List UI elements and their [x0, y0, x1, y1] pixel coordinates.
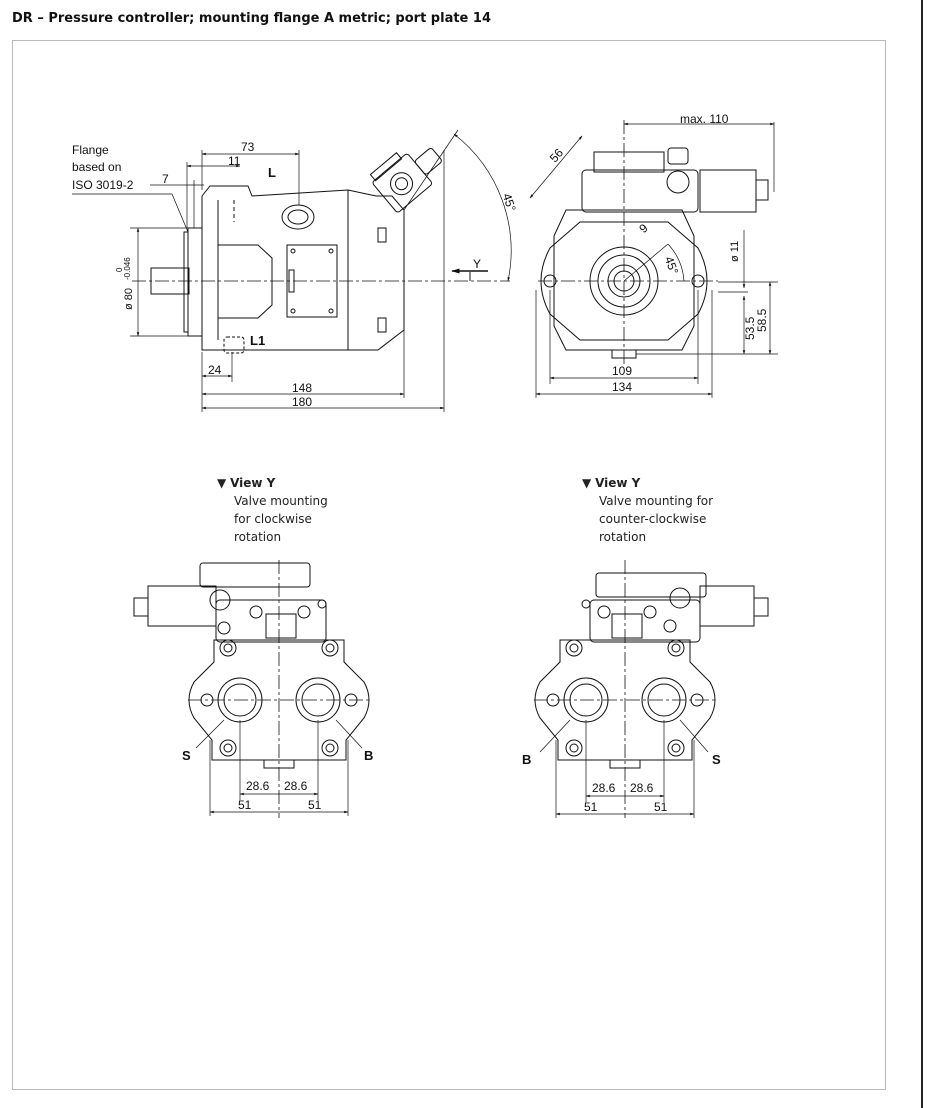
caption-view-y-counter-clockwise: ▼ View Y Valve mounting for counter-cloc…	[582, 474, 713, 546]
port-label-B: B	[364, 748, 373, 763]
dim-28-6: 28.6	[284, 779, 308, 793]
caption-line: for clockwise	[234, 512, 312, 526]
dim-28-6: 28.6	[246, 779, 270, 793]
dim-51: 51	[308, 798, 322, 812]
pressure-controller-valve	[369, 147, 442, 213]
dim-11: 11	[228, 154, 241, 168]
caption-line: counter-clockwise	[599, 512, 707, 526]
dim-180: 180	[292, 395, 312, 409]
view-y-counter-clockwise	[534, 560, 769, 818]
dim-28-6: 28.6	[630, 781, 654, 795]
drive-shaft	[150, 267, 190, 295]
drawing-frame	[12, 40, 886, 1090]
dim-56: 56	[547, 146, 567, 166]
angle-45: 45°	[500, 192, 519, 214]
tolerance-lower: -0.046	[123, 257, 132, 280]
caption-line: rotation	[234, 530, 282, 544]
front-view-labels: max. 110 56 9 45° ø 11 53.5 58.5 109 134	[547, 112, 769, 394]
triangle-down-icon: ▼	[582, 476, 592, 490]
dim-shaft-diameter: ø 80	[123, 288, 135, 310]
flange-note-line: Flange	[72, 143, 109, 157]
side-view-labels: Flange based on ISO 3019-2 73 11 7 L L1 …	[72, 140, 519, 409]
view-y-counter-clockwise-labels: B S 28.6 28.6 51 51	[522, 752, 721, 814]
port-label-S: S	[182, 748, 191, 763]
shaft-seat	[589, 246, 659, 316]
mounting-flange	[187, 227, 203, 337]
page-title: DR – Pressure controller; mounting flang…	[12, 11, 491, 26]
front-view	[529, 120, 778, 398]
dim-7: 7	[162, 172, 169, 186]
port-plate	[286, 244, 338, 318]
flange-note-line: based on	[72, 160, 121, 174]
port-L1	[223, 336, 245, 354]
view-direction-Y: Y	[473, 257, 481, 271]
dim-53-5: 53.5	[743, 316, 757, 340]
dim-148: 148	[292, 381, 312, 395]
dim-bolt-hole: ø 11	[729, 241, 741, 262]
dim-109: 109	[612, 364, 632, 378]
dim-24: 24	[208, 363, 222, 377]
tolerance-upper: 0	[115, 267, 124, 272]
dim-9: 9	[636, 221, 650, 236]
caption-view-y-clockwise: ▼ View Y Valve mounting for clockwise ro…	[217, 474, 328, 546]
caption-heading: View Y	[230, 476, 276, 490]
caption-line: Valve mounting	[234, 494, 328, 508]
view-y-clockwise-labels: S B 28.6 28.6 51 51	[182, 748, 373, 812]
dim-134: 134	[612, 380, 632, 394]
side-view	[72, 129, 512, 412]
dim-28-6: 28.6	[592, 781, 616, 795]
dim-max-110: max. 110	[680, 112, 729, 126]
port-label-B: B	[522, 752, 531, 767]
dim-58-5: 58.5	[755, 308, 769, 332]
angle-45: 45°	[662, 254, 681, 276]
page-edge-bar	[921, 0, 923, 1108]
triangle-down-icon: ▼	[217, 476, 227, 490]
dim-73: 73	[241, 140, 255, 154]
caption-heading: View Y	[595, 476, 641, 490]
dim-51: 51	[238, 798, 252, 812]
port-label-S: S	[712, 752, 721, 767]
flange-note-line: ISO 3019-2	[72, 178, 134, 192]
pump-housing	[201, 185, 405, 351]
caption-line: Valve mounting for	[599, 494, 714, 508]
view-y-clockwise	[133, 560, 372, 818]
port-label-L: L	[268, 165, 276, 180]
caption-line: rotation	[599, 530, 647, 544]
dim-51: 51	[584, 800, 598, 814]
port-L	[281, 204, 315, 230]
dim-51: 51	[654, 800, 668, 814]
port-label-L1: L1	[250, 333, 265, 348]
